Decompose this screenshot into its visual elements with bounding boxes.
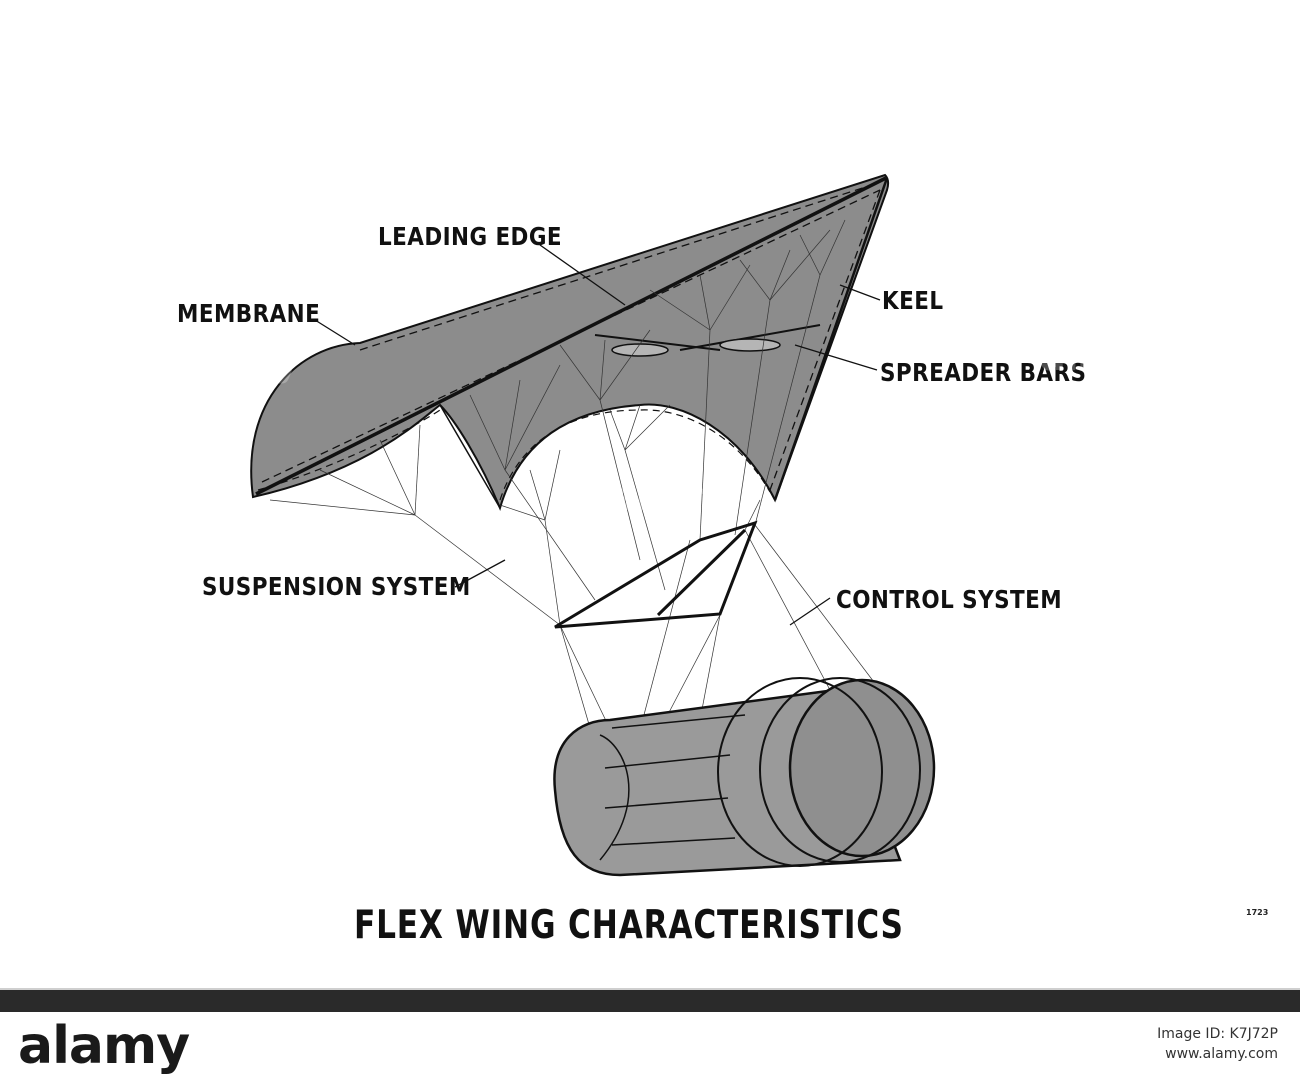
- figure-title: FLEX WING CHARACTERISTICS: [354, 903, 904, 948]
- footer-band: [0, 990, 1300, 1012]
- label-leading-edge: LEADING EDGE: [378, 222, 563, 251]
- label-keel: KEEL: [882, 286, 944, 315]
- leader-lines: [314, 244, 881, 626]
- image-id: Image ID: K7J72P: [1157, 1026, 1278, 1042]
- spreader-bar-right: [679, 324, 821, 351]
- label-suspension-system: SUSPENSION SYSTEM: [202, 572, 471, 601]
- payload-canister: [553, 677, 936, 877]
- label-spreader-bars: SPREADER BARS: [880, 358, 1087, 387]
- label-control-system: CONTROL SYSTEM: [836, 585, 1063, 614]
- alamy-logo: alamy: [18, 1016, 190, 1076]
- suspension-lines: [269, 219, 881, 751]
- watermark-right: alamy: [1040, 335, 1169, 379]
- stock-footer: alamy Image ID: K7J72P www.alamy.com: [0, 988, 1300, 1079]
- flex-wing-illustration: [250, 173, 936, 877]
- control-frame: [554, 520, 758, 629]
- label-membrane: MEMBRANE: [177, 299, 321, 328]
- plate-number: 1723: [1246, 908, 1269, 917]
- keel-line: [773, 177, 889, 501]
- flex-wing-figure: LEADING EDGE MEMBRANE KEEL SPREADER BARS…: [170, 173, 1269, 948]
- site-url: www.alamy.com: [1165, 1046, 1278, 1062]
- watermark-center: alamy: [610, 475, 739, 519]
- watermark-left: alamy: [170, 340, 299, 384]
